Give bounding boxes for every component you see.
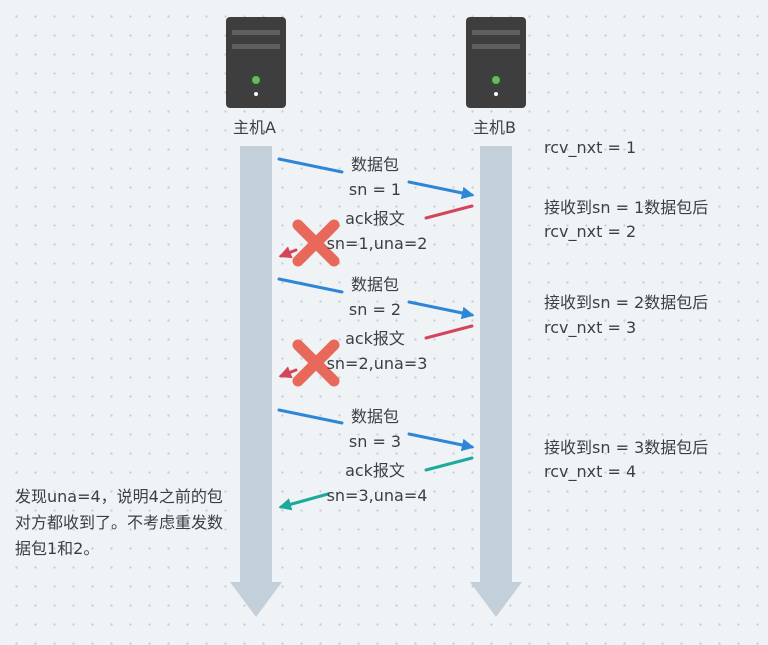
ack-arrow-2-lost [278, 324, 474, 379]
packet-1-sn: sn = 1 [348, 180, 402, 199]
timeline-host-b [470, 146, 522, 617]
ack-1-title: ack报文 [345, 209, 405, 228]
loss-cross-icon-1 [292, 219, 340, 267]
packet-2-sn: sn = 2 [348, 300, 402, 319]
packet-arrow-3 [277, 408, 475, 452]
receiver-note-2: 接收到sn = 2数据包后 [544, 293, 709, 312]
packet-3-title: 数据包 [350, 407, 399, 426]
ack-2-detail: sn=2,una=3 [326, 354, 428, 373]
receiver-rcv-nxt-1: rcv_nxt = 2 [544, 222, 637, 241]
rcv-nxt-initial: rcv_nxt = 1 [544, 138, 637, 157]
ack-3-title: ack报文 [345, 461, 405, 480]
packet-arrow-2 [277, 277, 475, 320]
receiver-note-1: 接收到sn = 1数据包后 [544, 198, 709, 217]
receiver-rcv-nxt-2: rcv_nxt = 3 [544, 318, 637, 337]
packet-2-title: 数据包 [350, 275, 399, 294]
sender-note: 发现una=4，说明4之前的包对方都收到了。不考虑重发数据包1和2。 [15, 487, 224, 558]
timeline-host-a [230, 146, 282, 617]
packet-1-title: 数据包 [350, 155, 399, 174]
server-icon-host-b [466, 17, 526, 108]
packet-3-sn: sn = 3 [348, 432, 402, 451]
ack-2-title: ack报文 [345, 329, 405, 348]
packet-arrow-1 [277, 157, 475, 200]
receiver-rcv-nxt-3: rcv_nxt = 4 [544, 462, 637, 481]
host-a-label: 主机A [233, 118, 276, 137]
status-led-icon [252, 76, 260, 84]
ack-arrow-1-lost [278, 204, 474, 259]
ack-1-detail: sn=1,una=2 [326, 234, 428, 253]
server-icon-host-a [226, 17, 286, 108]
status-led-icon [492, 76, 500, 84]
receiver-note-3: 接收到sn = 3数据包后 [544, 438, 709, 457]
loss-cross-icon-2 [292, 339, 340, 387]
host-b-label: 主机B [473, 118, 516, 137]
ack-arrow-3 [278, 456, 474, 511]
ack-3-detail: sn=3,una=4 [326, 486, 428, 505]
